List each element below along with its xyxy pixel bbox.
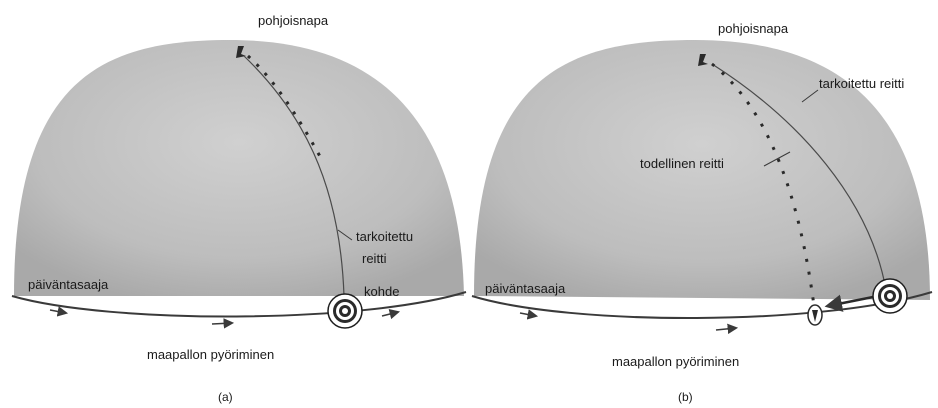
rotation-arrow-b-left (520, 313, 536, 316)
intended-route-label-b: tarkoitettu reitti (819, 76, 904, 91)
equator-label-a: päiväntasaaja (28, 277, 109, 292)
actual-route-label-b: todellinen reitti (640, 156, 724, 171)
hemisphere-a (14, 40, 464, 296)
panel-a: pohjoisnapa tarkoitettu reitti kohde päi… (12, 13, 466, 404)
north-pole-label-b: pohjoisnapa (718, 21, 789, 36)
caption-a: (a) (218, 390, 233, 404)
panel-b: pohjoisnapa tarkoitettu reitti todelline… (472, 21, 932, 404)
rotation-arrow-b-mid (716, 328, 736, 330)
rotation-arrow-a-mid (212, 323, 232, 324)
caption-b: (b) (678, 390, 693, 404)
rotation-arrow-a-right (382, 312, 398, 316)
rotation-label-a: maapallon pyöriminen (147, 347, 274, 362)
target-icon (873, 279, 907, 313)
missile-icon (808, 305, 822, 325)
target-icon (328, 294, 362, 328)
target-label-a: kohde (364, 284, 399, 299)
rotation-arrow-a-left (50, 310, 66, 313)
intended-route-label-a-1: tarkoitettu (356, 229, 413, 244)
equator-label-b: päiväntasaaja (485, 281, 566, 296)
rotation-label-b: maapallon pyöriminen (612, 354, 739, 369)
north-pole-label-a: pohjoisnapa (258, 13, 329, 28)
intended-route-label-a-2: reitti (362, 251, 387, 266)
